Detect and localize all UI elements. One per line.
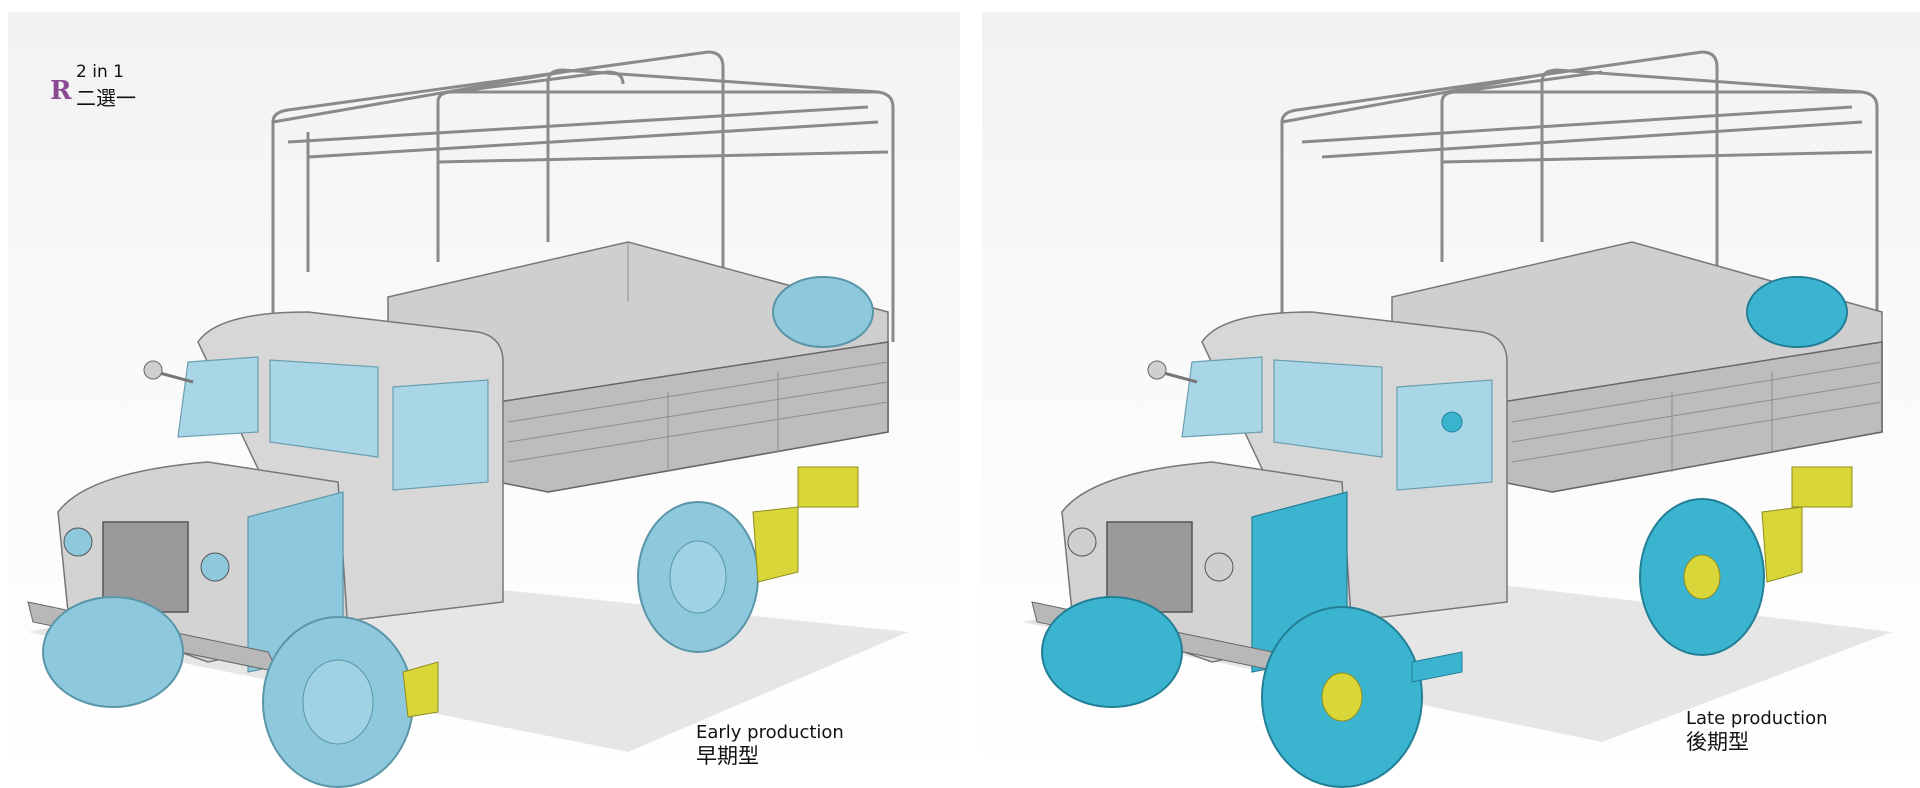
late-label-zh: 後期型 [1686,729,1749,754]
early-label-en: Early production [696,722,844,743]
early-truck-illustration [27,50,908,788]
step-plate [1411,651,1463,683]
early-production-caption: Early production 早期型 [696,722,844,769]
early-label-zh: 早期型 [696,743,759,768]
late-truck-illustration [1022,50,1892,788]
side-mirror [1147,360,1463,433]
late-production-panel [982,12,1920,788]
late-production-caption: Late production 後期型 [1686,708,1828,755]
cab [1181,311,1508,623]
badge-title: 2 in 1 [76,62,124,82]
spare-tire [1746,276,1848,348]
side-mirror [143,360,194,384]
badge-subtitle: 二選一 [76,86,136,110]
cab [177,311,504,623]
canopy-frame [271,50,895,372]
spare-tire [772,276,874,348]
brand-mark-icon: R [50,76,72,106]
late-label-en: Late production [1686,708,1828,729]
accent-parts [1761,466,1853,583]
early-production-panel [8,12,960,788]
cargo-bed [387,241,889,493]
canopy-frame [1280,50,1879,352]
wheels [1041,498,1765,788]
accent-parts [402,466,859,718]
